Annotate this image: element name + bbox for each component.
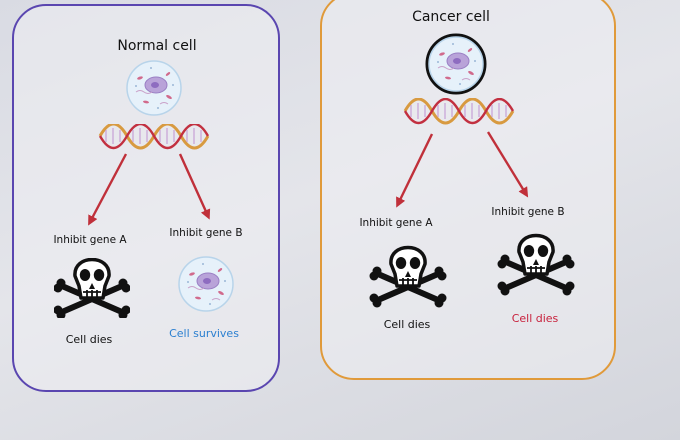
skull-crossbones-icon <box>54 258 130 318</box>
normal-outcome-b: Cell survives <box>169 327 239 340</box>
cell-icon <box>425 33 487 95</box>
normal-inhibit-gene-a-label: Inhibit gene A <box>53 234 127 246</box>
cell-icon <box>178 256 234 312</box>
cancer-inhibit-gene-a-label: Inhibit gene A <box>359 217 433 229</box>
normal-cell-title: Normal cell <box>117 38 197 54</box>
dna-icon <box>98 124 210 150</box>
cancer-outcome-b: Cell dies <box>511 312 559 325</box>
cancer-inhibit-gene-b-label: Inhibit gene B <box>491 206 565 218</box>
normal-outcome-a: Cell dies <box>65 333 113 346</box>
cell-icon <box>126 60 182 116</box>
arrow-icon <box>396 131 529 208</box>
skull-crossbones-icon <box>496 232 576 296</box>
cancer-outcome-a: Cell dies <box>383 318 431 331</box>
cancer-cell-title: Cancer cell <box>412 9 490 25</box>
dna-icon <box>403 98 515 125</box>
normal-inhibit-gene-b-label: Inhibit gene B <box>169 227 243 239</box>
arrow-icon <box>88 153 211 226</box>
skull-crossbones-icon <box>368 244 448 308</box>
